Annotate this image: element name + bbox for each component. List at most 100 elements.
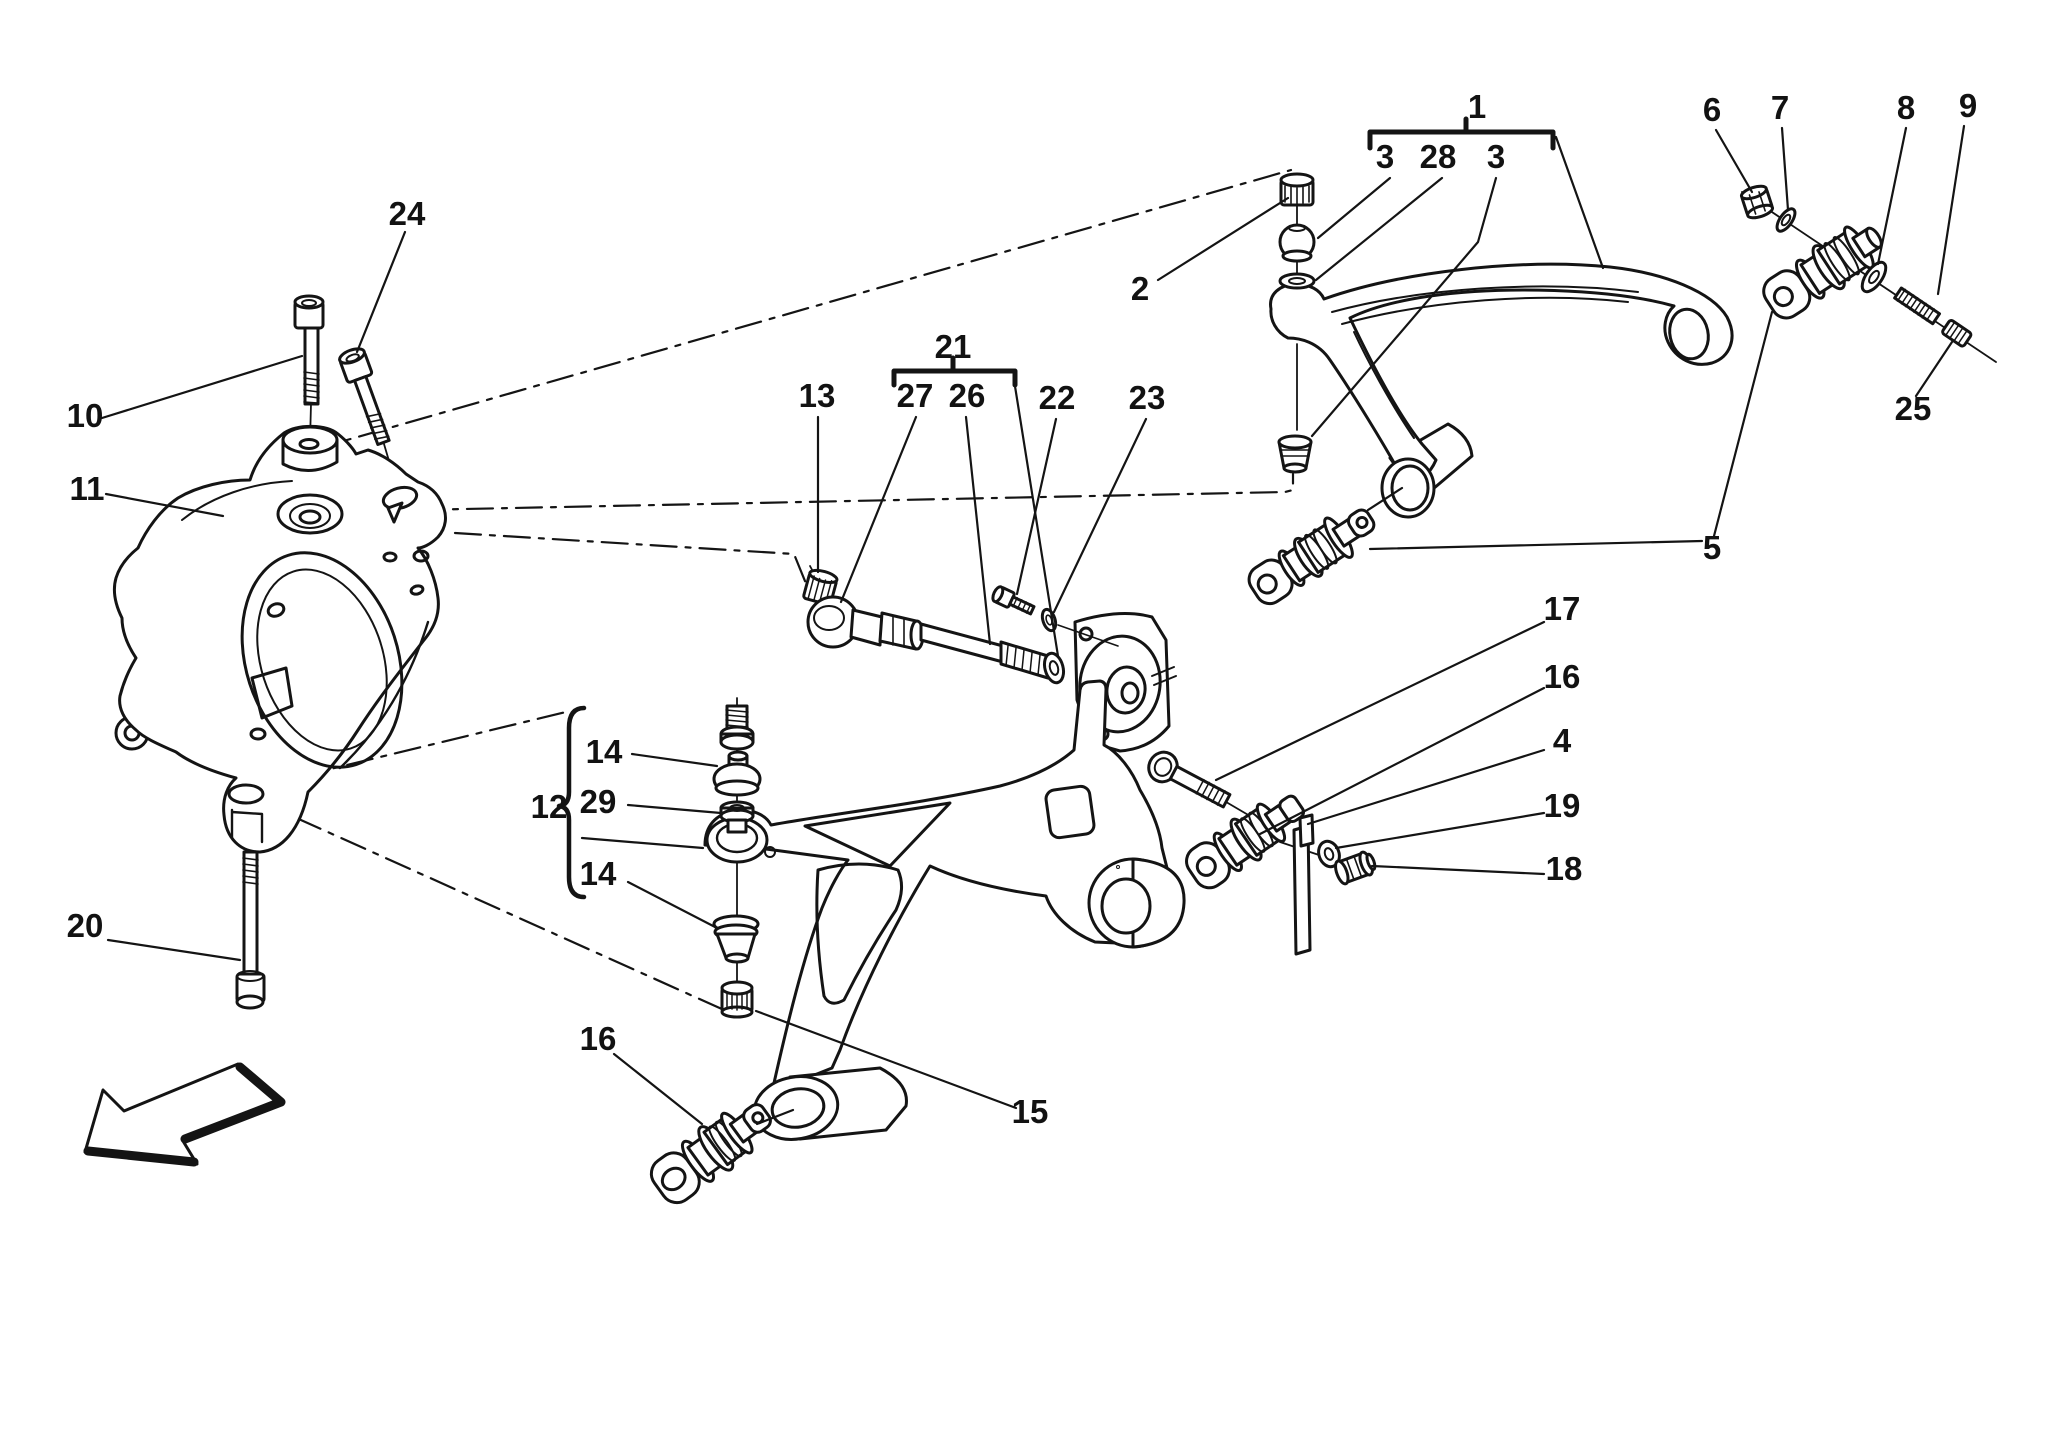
leader-5b (1368, 539, 1704, 551)
callouts: 1 3 28 3 2 6 7 8 9 25 24 10 11 20 21 13 … (67, 87, 1978, 1130)
lower-wishbone-front-eye (752, 1066, 908, 1141)
leader-15 (754, 1009, 1018, 1110)
bolt-10 (293, 294, 325, 406)
callout-29: 29 (580, 783, 617, 820)
callout-3a: 3 (1376, 138, 1394, 175)
lower-wishbone-window-b (1044, 784, 1096, 840)
upper-arm-front-bushing (1247, 508, 1376, 606)
leader-12 (580, 836, 705, 850)
callout-27: 27 (897, 377, 934, 414)
leader-27 (839, 415, 918, 604)
lower-wishbone (703, 679, 1186, 1141)
callout-11: 11 (70, 470, 105, 507)
hub-carrier-hole-slotted (381, 485, 419, 511)
leader-20 (106, 938, 242, 962)
leader-sleeve-bushing (1366, 486, 1404, 512)
hub-carrier-window (250, 666, 294, 720)
callout-12: 12 (531, 788, 568, 825)
nut-18 (1334, 850, 1377, 886)
callout-15: 15 (1012, 1093, 1049, 1130)
bolt-17 (1147, 750, 1232, 809)
callout-8: 8 (1897, 89, 1915, 126)
tie-rod-26 (919, 622, 1066, 685)
leader-lines (100, 124, 1966, 1126)
leader-11 (104, 492, 225, 518)
tie-rod-assembly (802, 568, 1177, 753)
callout-9: 9 (1959, 87, 1977, 124)
bolt-22 (991, 585, 1036, 616)
upper-balljoint-cone-3 (1277, 434, 1313, 474)
callout-10: 10 (67, 397, 104, 434)
upper-balljoint-nut-2 (1279, 172, 1315, 207)
callout-2: 2 (1131, 270, 1149, 307)
callout-19: 19 (1544, 787, 1581, 824)
callout-14a: 14 (586, 733, 623, 770)
leader-4 (1306, 748, 1546, 826)
callout-6: 6 (1703, 91, 1721, 128)
callout-22: 22 (1039, 379, 1076, 416)
bushing-14-upper (712, 750, 762, 797)
hub-carrier-body (112, 424, 447, 854)
lower-wishbone-window-a (803, 801, 952, 868)
leader-16b (612, 1052, 704, 1126)
assembly-axis-lines (250, 168, 1295, 1012)
leader-22 (1015, 417, 1058, 596)
lower-arm-rear-bushing-16 (1185, 794, 1306, 890)
axis-line-knuckle-to-nut15 (250, 796, 726, 1012)
callout-4: 4 (1553, 722, 1572, 759)
leader-7 (1780, 126, 1790, 212)
callout-25: 25 (1895, 390, 1932, 427)
callout-13: 13 (799, 377, 836, 414)
lower-arm-front-bushing-16 (649, 1103, 772, 1205)
leader-eye-bushing (755, 1108, 795, 1126)
callout-14b: 14 (580, 855, 617, 892)
pin-25 (1941, 319, 1973, 348)
bolt-24 (338, 347, 391, 447)
hub-carrier-hole-rear (298, 438, 320, 450)
callout-23: 23 (1129, 379, 1166, 416)
group-brackets (556, 116, 1556, 900)
leader-29 (626, 803, 723, 815)
washer-8 (1860, 260, 1888, 294)
callout-21: 21 (935, 328, 972, 365)
bracket-1 (1367, 116, 1556, 151)
leader-3a (1316, 176, 1392, 240)
callout-7: 7 (1771, 89, 1789, 126)
shim-4 (1292, 813, 1315, 956)
callout-18: 18 (1546, 850, 1583, 887)
hub-carrier-opening (240, 551, 404, 769)
leader-24 (355, 230, 407, 354)
leader-17 (1214, 620, 1546, 782)
leader-14a (630, 752, 719, 768)
callout-24: 24 (389, 195, 426, 232)
callout-3b: 3 (1487, 138, 1505, 175)
callout-17: 17 (1544, 590, 1581, 627)
callout-28: 28 (1420, 138, 1457, 175)
bracket-21 (891, 355, 1018, 388)
leader-18 (1370, 864, 1546, 876)
callout-5: 5 (1703, 529, 1721, 566)
hub-carrier-hole-bottom (227, 783, 265, 805)
lower-balljoint-stud-top (719, 704, 755, 751)
callout-26: 26 (949, 377, 986, 414)
upper-arm-rear-bushing (1762, 225, 1883, 320)
hub-carrier (112, 424, 447, 854)
leader-1 (1554, 135, 1605, 270)
upper-balljoint-ball-3 (1278, 223, 1316, 263)
leader-3b (1310, 176, 1498, 438)
lower-wishbone-rear-eye (1087, 857, 1186, 949)
axis-line-knuckle-to-nut13 (453, 531, 809, 588)
leader-14b (626, 880, 719, 930)
upper-wishbone-rear-eye (1668, 307, 1710, 361)
washer-19 (1317, 839, 1341, 869)
leader-28 (1314, 176, 1444, 282)
leader-10 (100, 354, 304, 420)
upper-wishbone-body (1269, 262, 1734, 486)
leader-8 (1876, 126, 1908, 266)
lower-wishbone-window-c (815, 862, 903, 1005)
leader-6 (1714, 128, 1754, 194)
upper-wishbone (1269, 262, 1734, 519)
axis-line-knuckle-to-nut2 (310, 168, 1293, 452)
leader-19 (1334, 811, 1546, 850)
